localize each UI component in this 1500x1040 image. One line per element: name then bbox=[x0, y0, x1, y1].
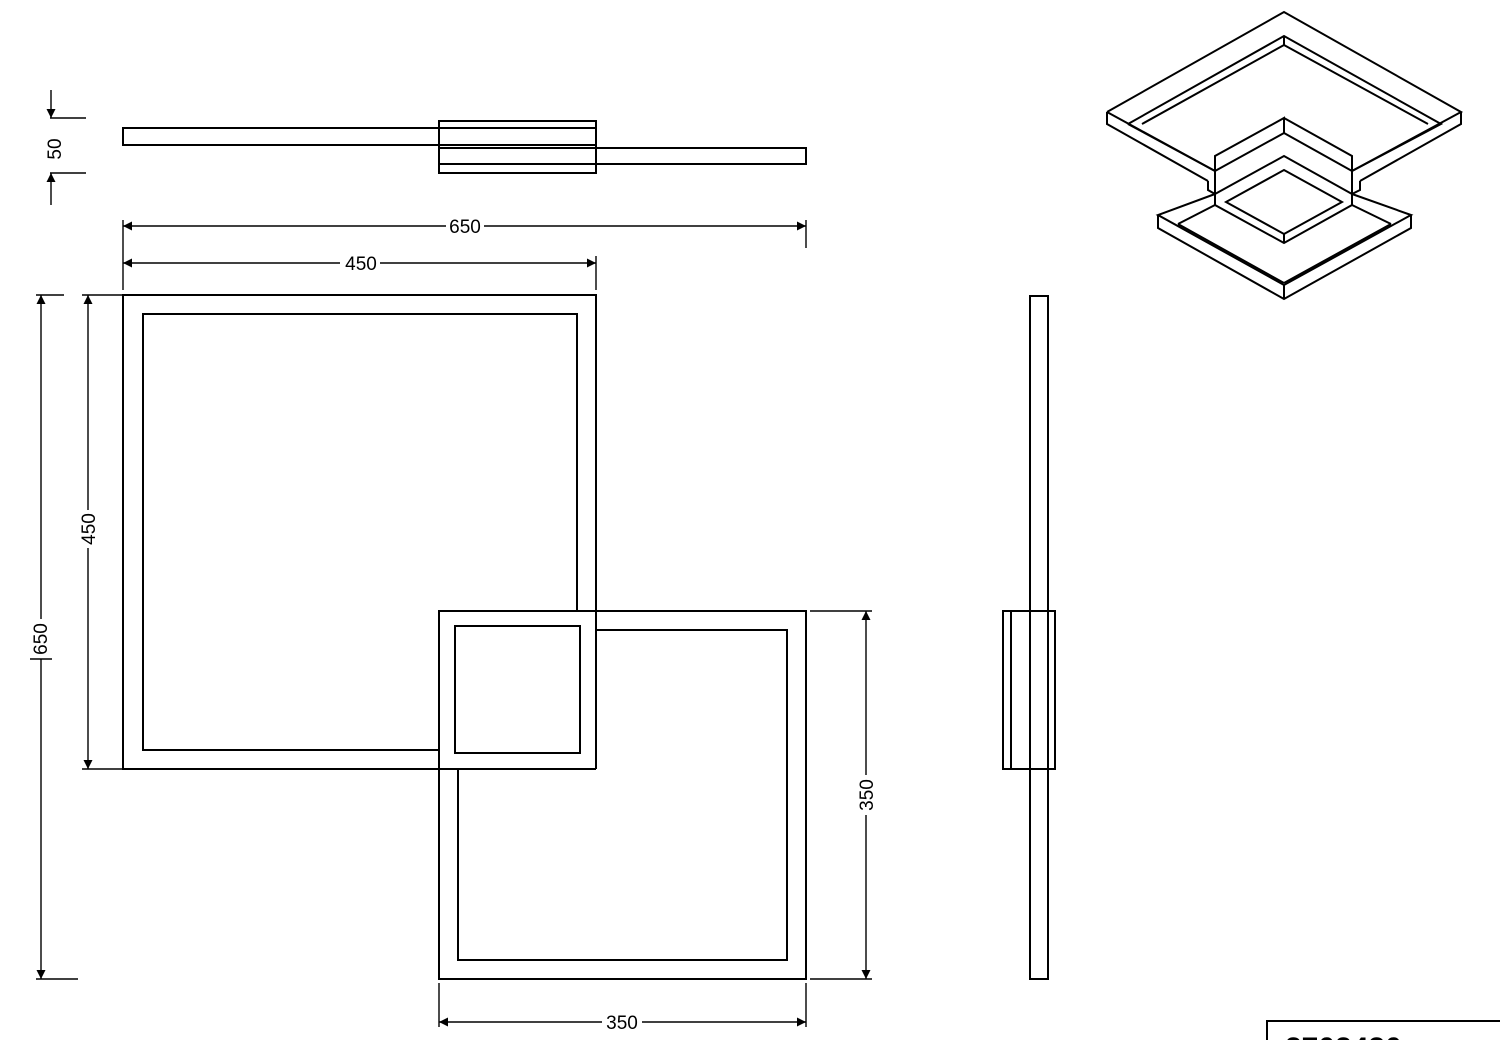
dimension-label-large-height: 450 bbox=[79, 513, 100, 545]
overlap-square bbox=[454, 625, 581, 754]
side-view bbox=[1002, 295, 1056, 980]
iso-center-inset bbox=[1223, 168, 1345, 236]
top-view-lower-bar bbox=[438, 147, 807, 165]
top-view-upper-bar bbox=[122, 127, 597, 146]
side-view-bar bbox=[1029, 295, 1049, 980]
dimension-label-small-width: 350 bbox=[606, 1013, 638, 1034]
large-square-outer bbox=[122, 294, 597, 770]
plan-view bbox=[122, 294, 807, 980]
title-block: 2702430 bbox=[1266, 1020, 1500, 1040]
dimension-small-width: 350 bbox=[438, 983, 807, 1034]
dimension-large-height: 450 bbox=[79, 294, 123, 770]
top-view bbox=[122, 120, 807, 174]
dimension-label-overall-height: 650 bbox=[31, 623, 52, 655]
dimension-label-overall-width: 650 bbox=[449, 217, 481, 238]
dimension-label-small-height: 350 bbox=[857, 779, 878, 811]
small-square-inner bbox=[457, 629, 788, 961]
dimension-top-height: 50 bbox=[45, 90, 86, 205]
dimension-overall-height: 650 bbox=[30, 294, 78, 980]
title-block-code: 2702430 bbox=[1285, 1032, 1402, 1040]
small-square-outer bbox=[438, 610, 807, 980]
dimension-overall-width: 650 bbox=[122, 217, 807, 290]
top-view-center-block bbox=[438, 120, 597, 174]
side-view-center-block bbox=[1002, 610, 1056, 770]
large-square-inner bbox=[142, 313, 578, 751]
isometric-view bbox=[1106, 10, 1464, 301]
title-block-frame bbox=[1266, 1020, 1500, 1040]
dimension-large-width: 450 bbox=[123, 254, 597, 290]
dimension-label-top-height: 50 bbox=[45, 138, 66, 159]
dimension-label-large-width: 450 bbox=[345, 254, 377, 275]
dimension-small-height: 350 bbox=[810, 610, 878, 980]
